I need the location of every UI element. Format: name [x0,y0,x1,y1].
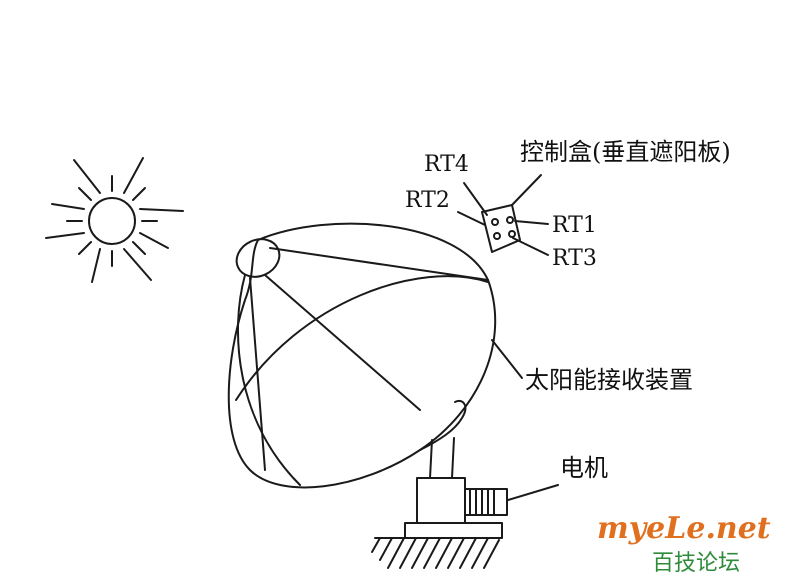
leader-lines [457,174,559,501]
receiver-dish [227,222,497,489]
sun-icon [45,157,184,283]
rt2-label: RT2 [405,188,450,213]
receiver-label: 太阳能接收装置 [525,366,693,394]
watermark-forum: 百技论坛 [652,551,740,576]
watermark-site: myeLe.net [597,511,771,546]
motor-label: 电机 [560,454,608,482]
motor [464,488,508,516]
control-box [481,204,521,253]
rt4-label: RT4 [424,152,469,177]
ground [371,537,501,569]
rt3-label: RT3 [552,246,597,271]
control-box-label: 控制盒(垂直遮阳板) [520,138,731,166]
rt1-label: RT1 [552,213,597,238]
